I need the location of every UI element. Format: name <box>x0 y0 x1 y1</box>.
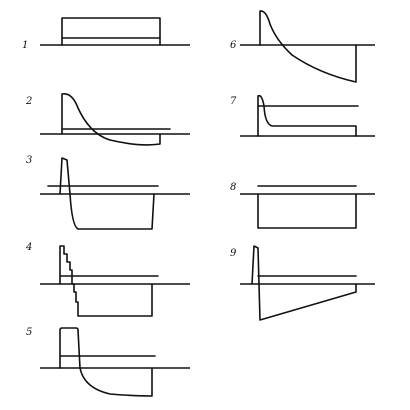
waveform-trace <box>257 94 357 137</box>
panel-6-label: 6 <box>230 40 237 51</box>
panel-6: 6 <box>230 10 375 83</box>
panel-1-label: 1 <box>22 40 28 51</box>
panel-4-label: 4 <box>25 242 32 253</box>
waveform-trace <box>61 17 161 46</box>
waveform-trace <box>59 157 155 230</box>
waveform-trace <box>257 193 357 229</box>
waveform-trace <box>61 92 161 146</box>
panel-3: 3 <box>26 155 190 230</box>
panel-1: 1 <box>22 17 190 51</box>
panel-5-label: 5 <box>26 327 32 338</box>
waveform-trace <box>59 245 153 317</box>
panel-9: 9 <box>230 245 375 321</box>
panel-2: 2 <box>25 92 190 146</box>
panel-7: 7 <box>230 94 375 137</box>
panel-7-label: 7 <box>230 96 237 107</box>
waveform-trace <box>259 10 357 83</box>
panel-9-label: 9 <box>230 248 237 259</box>
panel-4: 4 <box>25 242 190 317</box>
panel-2-label: 2 <box>25 96 32 107</box>
waveform-trace <box>251 245 357 321</box>
waveform-trace <box>59 327 153 397</box>
panel-3-label: 3 <box>26 155 32 166</box>
panel-8-label: 8 <box>230 182 236 193</box>
panel-8: 8 <box>230 182 375 229</box>
panel-5: 5 <box>26 327 190 397</box>
